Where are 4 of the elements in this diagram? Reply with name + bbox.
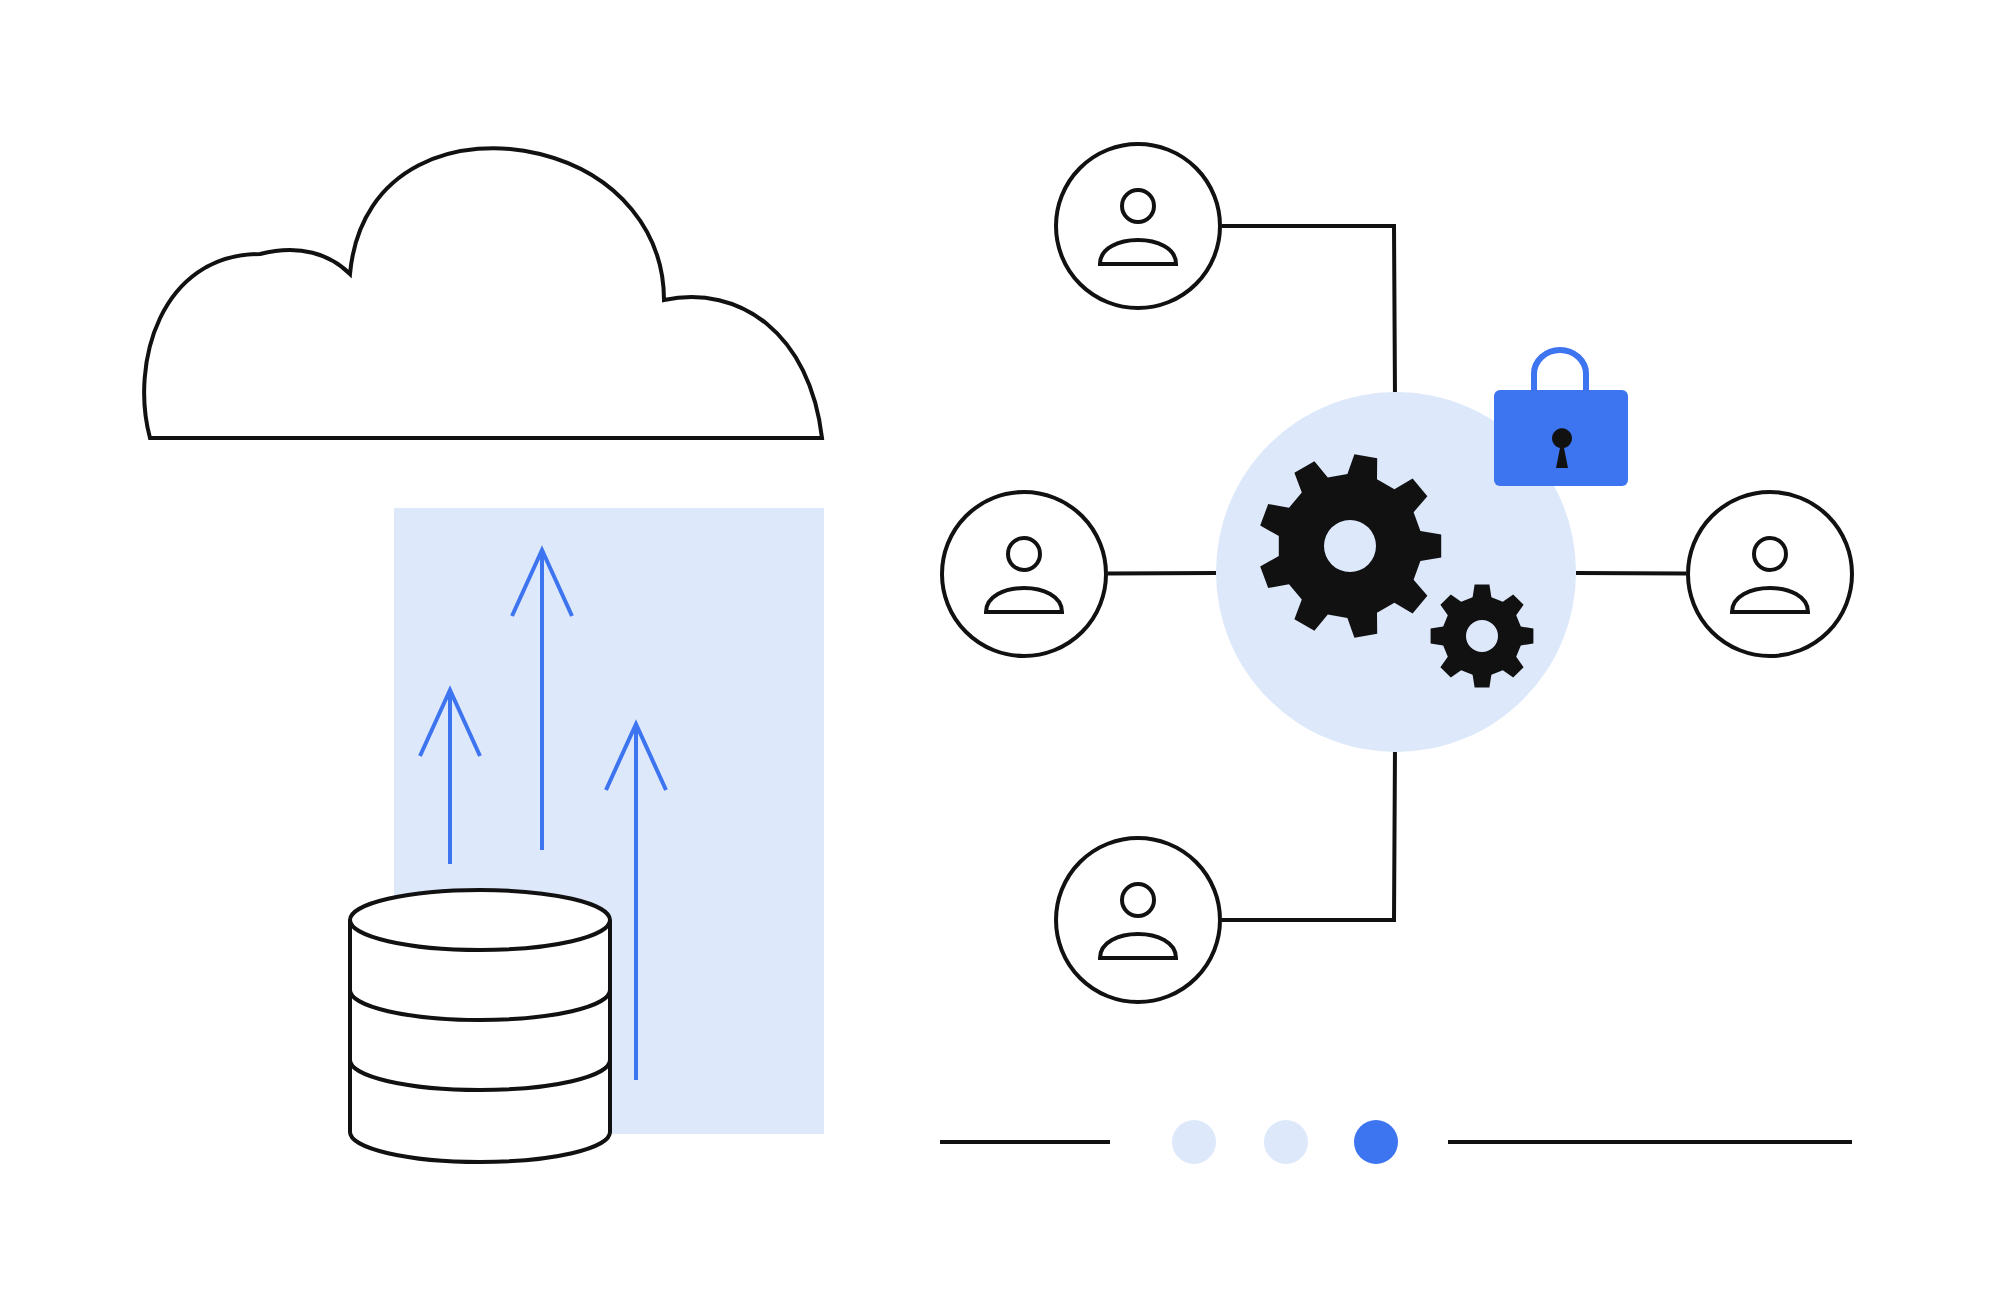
connector-line [1576, 570, 1686, 576]
connector-line [1222, 752, 1397, 922]
connector-line [1222, 224, 1397, 392]
connector-line [1108, 570, 1216, 576]
